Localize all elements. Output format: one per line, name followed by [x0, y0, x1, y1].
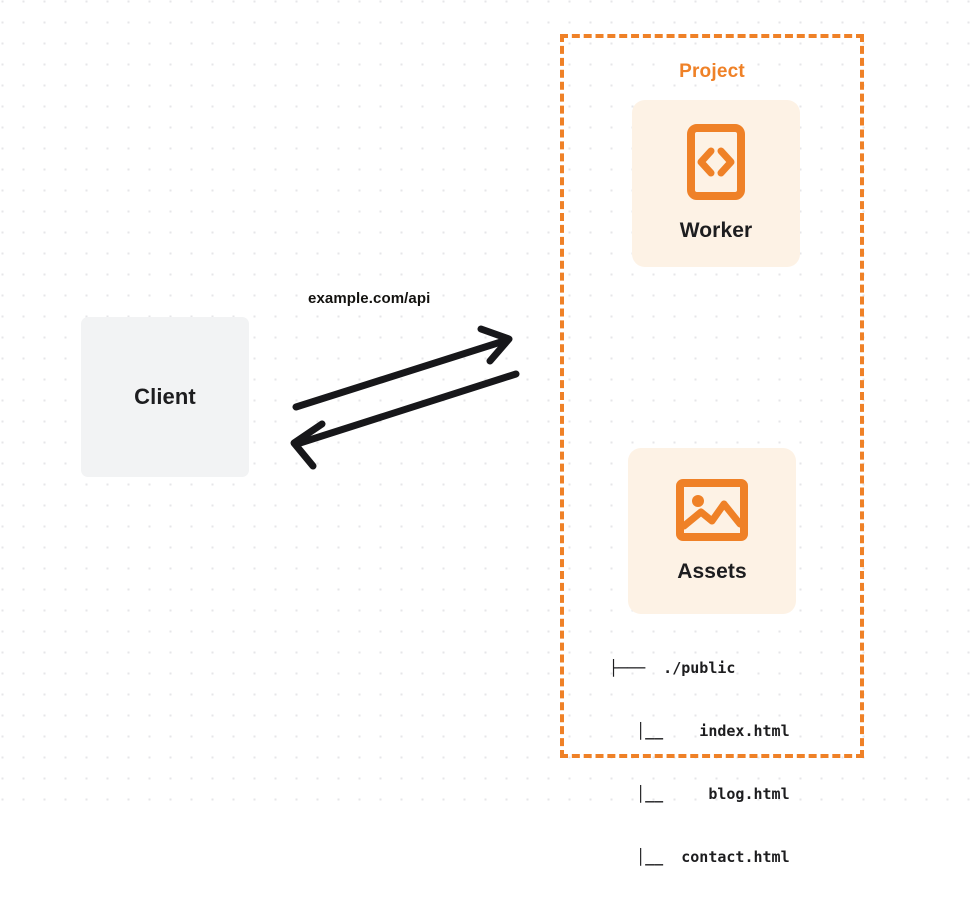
architecture-diagram: Client example.com/api Project Worker	[0, 0, 980, 866]
file-tree-row: │__ blog.html	[609, 785, 790, 803]
file-tree-row: ├─── ./public	[609, 659, 736, 677]
project-title: Project	[670, 61, 754, 83]
request-arrow	[292, 325, 513, 411]
assets-card-label: Assets	[677, 559, 747, 583]
worker-card[interactable]: Worker	[632, 100, 800, 267]
code-brackets-icon	[687, 124, 745, 205]
connection-label: example.com/api	[308, 290, 431, 307]
assets-card[interactable]: Assets	[628, 448, 796, 614]
response-arrow	[290, 370, 520, 470]
image-icon	[676, 478, 748, 546]
client-label: Client	[134, 384, 196, 409]
file-tree-row: │__ index.html	[609, 722, 790, 740]
client-node[interactable]: Client	[81, 317, 249, 477]
assets-file-tree: ├─── ./public │__ index.html │__ blog.ht…	[609, 616, 790, 910]
file-tree-row: │__ contact.html	[609, 848, 790, 866]
worker-card-label: Worker	[679, 219, 753, 242]
project-container: Project	[560, 34, 864, 758]
